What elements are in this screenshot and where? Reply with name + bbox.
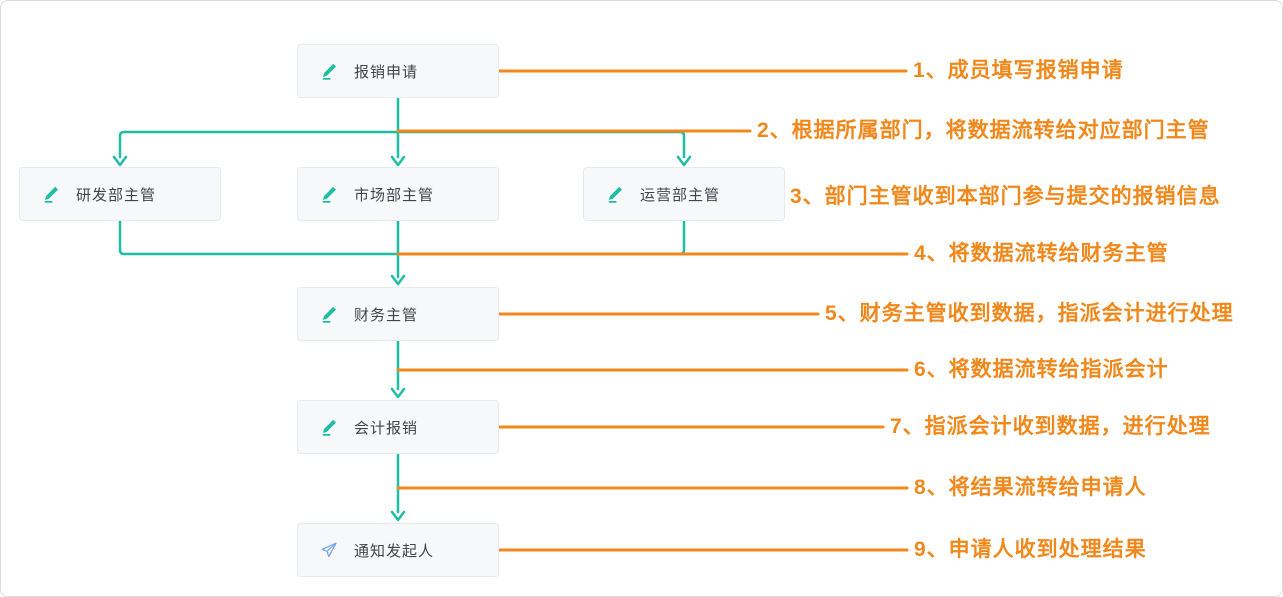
annotation-step-3: 3、部门主管收到本部门参与提交的报销信息: [790, 185, 1221, 208]
node-expense-application[interactable]: 报销申请: [297, 44, 499, 98]
node-notify-initiator[interactable]: 通知发起人: [297, 523, 499, 577]
node-rd-manager[interactable]: 研发部主管: [19, 167, 221, 221]
node-label: 运营部主管: [640, 186, 721, 204]
arrowhead-into-ops: [676, 155, 692, 167]
annotation-step-8: 8、将结果流转给申请人: [914, 476, 1147, 499]
annotation-step-2: 2、根据所属部门，将数据流转给对应部门主管: [757, 119, 1210, 142]
node-label: 财务主管: [354, 306, 419, 324]
send-icon: [320, 541, 338, 559]
connector-branch-left: [118, 130, 400, 159]
pencil-icon: [320, 418, 338, 436]
annotation-step-9: 9、申请人收到处理结果: [914, 538, 1147, 561]
node-label: 市场部主管: [354, 186, 435, 204]
annotation-step-4: 4、将数据流转给财务主管: [914, 242, 1169, 265]
node-label: 会计报销: [354, 419, 419, 437]
annotation-step-6: 6、将数据流转给指派会计: [914, 358, 1169, 381]
node-label: 研发部主管: [76, 186, 157, 204]
arrowhead-into-finance: [390, 274, 406, 286]
pencil-icon: [320, 305, 338, 323]
node-operations-manager[interactable]: 运营部主管: [583, 167, 785, 221]
annotation-step-1: 1、成员填写报销申请: [913, 59, 1124, 82]
pencil-icon: [320, 185, 338, 203]
annotation-step-5: 5、财务主管收到数据，指派会计进行处理: [825, 302, 1234, 325]
pencil-icon: [320, 62, 338, 80]
node-label: 通知发起人: [354, 542, 435, 560]
connector-branch-right: [396, 130, 686, 159]
annotation-step-7: 7、指派会计收到数据，进行处理: [890, 415, 1211, 438]
pencil-icon: [606, 185, 624, 203]
connector-merge-left: [118, 219, 400, 256]
node-marketing-manager[interactable]: 市场部主管: [297, 167, 499, 221]
arrowhead-into-market: [390, 155, 406, 167]
node-label: 报销申请: [354, 63, 419, 81]
arrowhead-into-rd: [112, 155, 128, 167]
connector-merge-right: [396, 219, 686, 256]
pencil-icon: [42, 185, 60, 203]
arrowhead-into-notify: [390, 510, 406, 522]
node-accountant-reimbursement[interactable]: 会计报销: [297, 400, 499, 454]
node-finance-manager[interactable]: 财务主管: [297, 287, 499, 341]
arrowhead-into-account: [390, 387, 406, 399]
